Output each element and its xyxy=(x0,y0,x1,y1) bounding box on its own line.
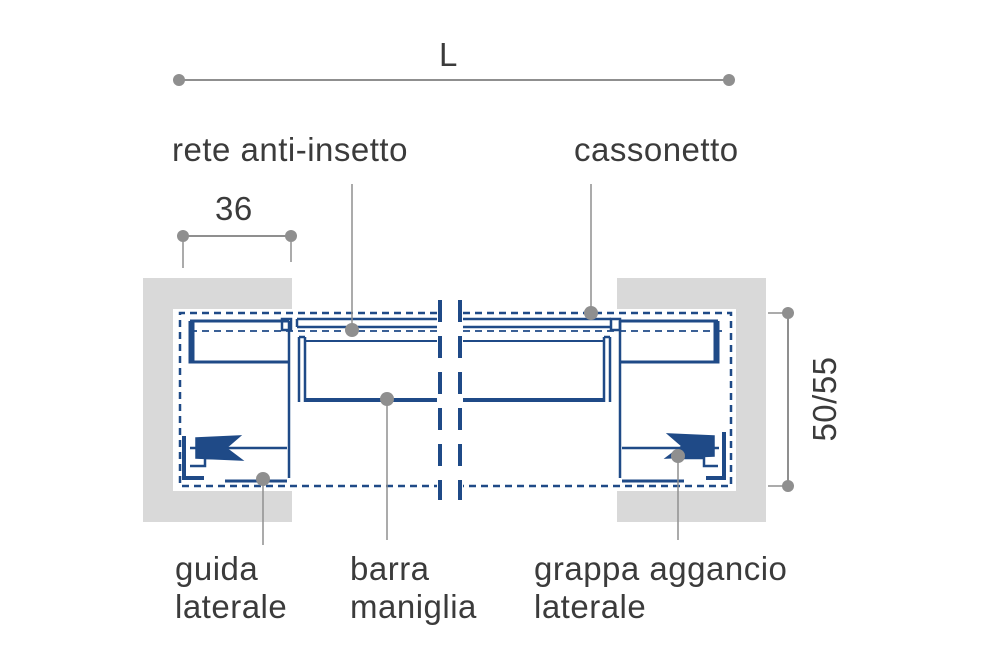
callout-mesh xyxy=(345,184,359,337)
callout-handle-bar xyxy=(380,392,394,540)
guide-label: guida laterale xyxy=(175,550,335,626)
left-wall xyxy=(143,278,292,522)
dimension-l-line xyxy=(173,74,735,86)
guide-label-line-1: guida xyxy=(175,550,259,587)
callout-guide xyxy=(256,472,270,545)
hook-clamp-label-line-1: grappa aggancio xyxy=(534,550,788,587)
guide-label-line-2: laterale xyxy=(175,588,288,625)
callout-hook-clamp xyxy=(671,449,685,540)
callout-box xyxy=(584,184,598,320)
hook-clamp-label: grappa aggancio laterale xyxy=(534,550,854,626)
handle-bar-label-line-1: barra xyxy=(350,550,430,587)
box-label: cassonetto xyxy=(574,131,739,168)
mesh-label: rete anti-insetto xyxy=(172,131,408,168)
dimension-height-line xyxy=(768,307,794,492)
handle-bar-label: barra maniglia xyxy=(350,550,520,626)
dimension-l-label: L xyxy=(439,36,458,73)
hook-clamp-label-line-2: laterale xyxy=(534,588,647,625)
handle-bar-label-line-2: maniglia xyxy=(350,588,477,625)
right-wall xyxy=(617,278,766,522)
dimension-height-label: 50/55 xyxy=(806,356,843,442)
profile-section xyxy=(178,300,733,500)
dimension-36-label: 36 xyxy=(215,190,253,227)
dimension-36-line xyxy=(177,230,297,268)
